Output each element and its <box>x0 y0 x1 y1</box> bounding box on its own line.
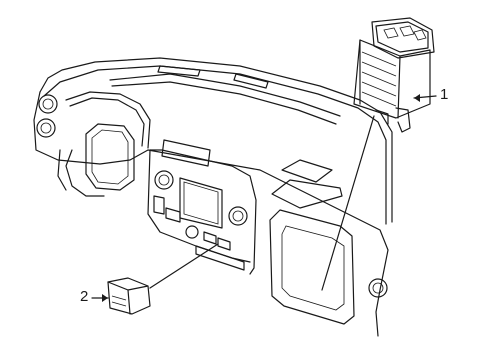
callout-label-2: 2 <box>80 288 89 305</box>
callout-label-1: 1 <box>440 86 449 103</box>
switch-unit <box>91 243 219 315</box>
instrument-panel <box>33 57 393 337</box>
module-unit <box>321 17 437 291</box>
